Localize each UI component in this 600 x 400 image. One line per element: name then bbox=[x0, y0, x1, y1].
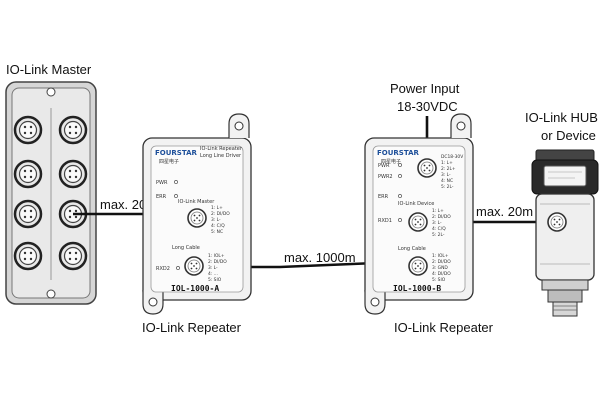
repeater-b-pwr-led bbox=[398, 163, 402, 167]
repeater-a-model: IOL-1000-A bbox=[171, 284, 219, 293]
repeater-b-port1-pins: 1: L+ 2: DI/DO 3: L- 4: C/Q 5: 2L- bbox=[432, 208, 451, 238]
master-label: IO-Link Master bbox=[6, 62, 92, 77]
hub-label-line1: IO-Link HUB bbox=[525, 110, 598, 125]
repeater-a-port2-connector bbox=[184, 256, 204, 276]
repeater-a-port1-connector bbox=[187, 208, 207, 228]
cable-middle-label: max. 1000m bbox=[284, 250, 356, 265]
repeater-a-err-led bbox=[174, 194, 178, 198]
repeater-b-power-connector bbox=[417, 158, 437, 178]
pin-label: 3: L- bbox=[208, 265, 218, 271]
repeater-a-rxd-label: RXD2 bbox=[156, 266, 170, 272]
pin-label: 4: C/Q bbox=[432, 226, 446, 232]
repeater-a-brand: FOURSTAR bbox=[155, 149, 197, 157]
repeater-a-port2-pins: 1: IOL+ 2: DI/DO 3: L- 4: ... 5: SIO bbox=[208, 253, 227, 283]
repeater-b-brand: FOURSTAR bbox=[377, 149, 419, 157]
repeater-a-err-label: ERR bbox=[156, 194, 167, 200]
repeater-b-power-pins: DC18-30V 1: L+ 2: 2L+ 3: L- 4: NC 5: 2L- bbox=[441, 154, 463, 190]
repeater-a-label: IO-Link Repeater bbox=[142, 320, 242, 335]
repeater-b-rxd-label: RXD1 bbox=[378, 218, 392, 224]
pin-label: 5: 2L- bbox=[441, 184, 454, 190]
repeater-b-port2-connector bbox=[408, 256, 428, 276]
pin-label: 2: DI/DO bbox=[432, 214, 451, 220]
repeater-a-pwr-led bbox=[174, 180, 178, 184]
pin-label: 5: NC bbox=[211, 229, 223, 235]
repeater-b-port2-pins: 1: IOL+ 2: DI/DO 3: GND 4: DI/DO 5: SIO bbox=[432, 253, 451, 283]
repeater-b-pwr-label: PWR bbox=[378, 163, 390, 169]
pin-label: 1: IOL+ bbox=[432, 253, 449, 259]
repeater-b-port1-title: IO-Link Device bbox=[398, 201, 434, 207]
power-input-label: Power Input bbox=[390, 81, 460, 96]
pin-label: 3: L- bbox=[211, 217, 221, 223]
repeater-b-label: IO-Link Repeater bbox=[394, 320, 494, 335]
repeater-b-err-led bbox=[398, 194, 402, 198]
repeater-a-title2: Long Line Driver bbox=[200, 153, 242, 159]
repeater-b-rxd-led bbox=[398, 218, 402, 222]
pin-label: 2: 2L+ bbox=[441, 166, 456, 172]
repeater-b-device: FOURSTAR 四星电子 DC18-30V 1: L+ 2: 2L+ 3: L… bbox=[364, 113, 474, 315]
pin-label: 3: L- bbox=[441, 172, 451, 178]
pin-label: 5: SIO bbox=[432, 277, 446, 283]
repeater-b-pwr2-label: PWR2 bbox=[378, 174, 393, 180]
io-link-master-device bbox=[5, 81, 97, 305]
pin-label: 5: 2L- bbox=[432, 232, 445, 238]
repeater-a-rxd-led bbox=[176, 266, 180, 270]
pin-label: 2: DI/DO bbox=[211, 211, 230, 217]
pin-label: DC18-30V bbox=[441, 154, 463, 160]
io-link-device bbox=[531, 149, 599, 317]
repeater-b-brand-cn: 四星电子 bbox=[381, 158, 401, 165]
pin-label: 1: L+ bbox=[211, 205, 223, 211]
repeater-a-port2-title: Long Cable bbox=[172, 245, 200, 251]
repeater-b-port1-connector bbox=[408, 212, 428, 232]
device-display bbox=[543, 165, 587, 187]
repeater-b-err-label: ERR bbox=[378, 194, 389, 200]
pin-label: 1: IOL+ bbox=[208, 253, 225, 259]
repeater-b-pwr2-led bbox=[398, 174, 402, 178]
pin-label: 5: SIO bbox=[208, 277, 222, 283]
pin-label: 3: L- bbox=[432, 220, 442, 226]
pin-label: 1: L+ bbox=[441, 160, 453, 166]
repeater-a-pwr-label: PWR bbox=[156, 180, 168, 186]
power-voltage-label: 18-30VDC bbox=[397, 99, 458, 114]
pin-label: 1: L+ bbox=[432, 208, 444, 214]
pin-label: 4: C/Q bbox=[211, 223, 225, 229]
pin-label: 3: GND bbox=[432, 265, 448, 271]
pin-label: 2: DI/DO bbox=[208, 259, 227, 265]
hub-label-line2: or Device bbox=[541, 128, 596, 143]
repeater-a-title1: IO-Link Repeater bbox=[200, 146, 243, 152]
pin-label: 4: ... bbox=[208, 271, 218, 277]
device-port-connector bbox=[547, 212, 567, 232]
repeater-a-brand-cn: 四星电子 bbox=[159, 158, 179, 165]
pin-label: 4: NC bbox=[441, 178, 453, 184]
repeater-b-port2-title: Long Cable bbox=[398, 246, 426, 252]
cable-right-label: max. 20m bbox=[476, 204, 533, 219]
repeater-a-port1-pins: 1: L+ 2: DI/DO 3: L- 4: C/Q 5: NC bbox=[211, 205, 230, 235]
pin-label: 4: DI/DO bbox=[432, 271, 451, 277]
repeater-a-device: FOURSTAR 四星电子 IO-Link Repeater Long Line… bbox=[142, 113, 252, 315]
repeater-b-model: IOL-1000-B bbox=[393, 284, 441, 293]
pin-label: 2: DI/DO bbox=[432, 259, 451, 265]
repeater-a-port1-title: IO-Link Master bbox=[178, 199, 215, 205]
